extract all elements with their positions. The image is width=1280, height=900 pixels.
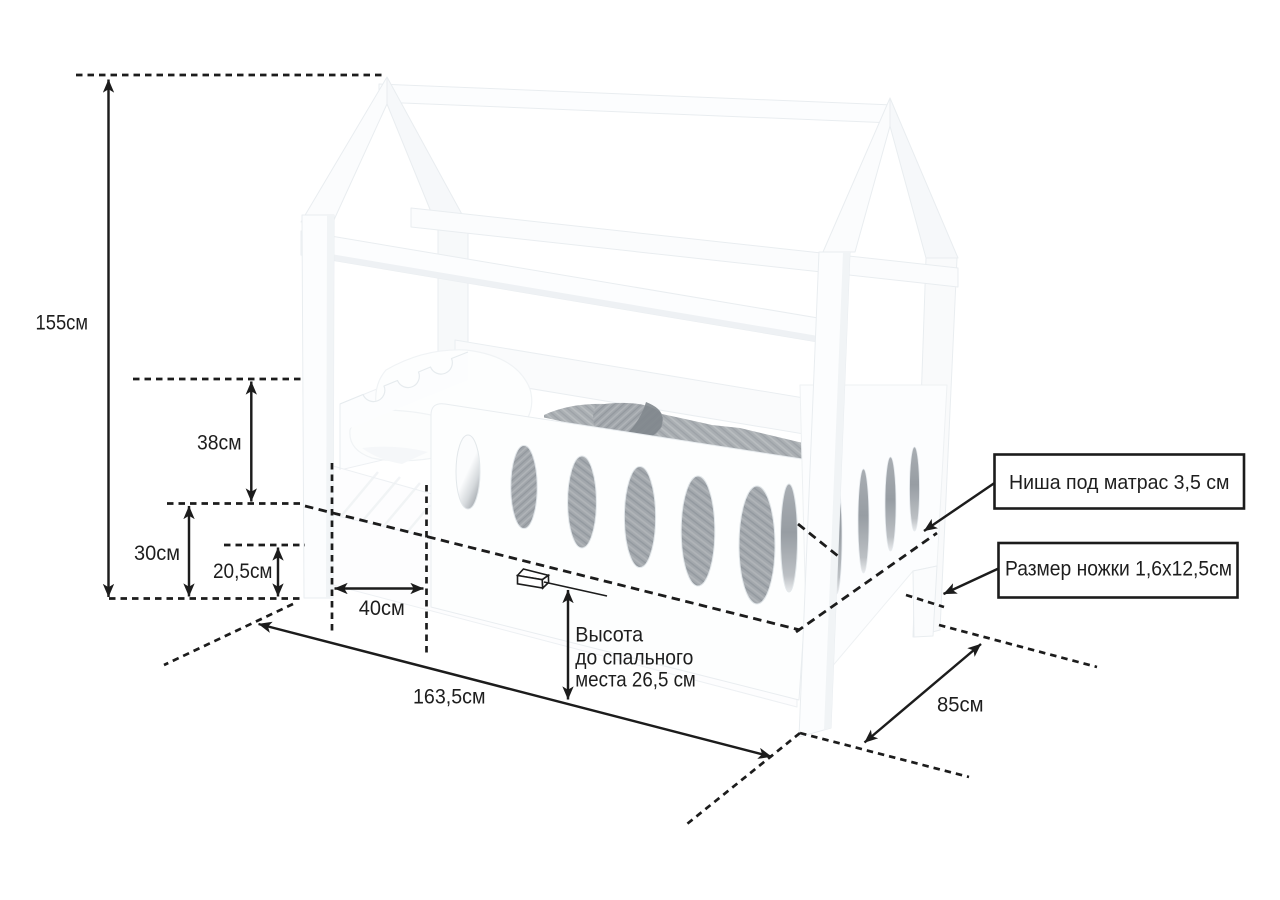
svg-text:85см: 85см: [937, 693, 984, 717]
svg-text:до спального: до спального: [575, 646, 693, 670]
svg-text:40см: 40см: [359, 596, 405, 620]
svg-text:места 26,5 см: места 26,5 см: [575, 668, 696, 692]
svg-text:163,5см: 163,5см: [413, 685, 486, 709]
svg-text:20,5см: 20,5см: [213, 559, 273, 583]
svg-text:Ниша под матрас 3,5 см: Ниша под матрас 3,5 см: [1009, 471, 1230, 494]
svg-text:30см: 30см: [134, 541, 180, 565]
svg-text:155см: 155см: [36, 311, 89, 335]
svg-text:Размер ножки 1,6х12,5см: Размер ножки 1,6х12,5см: [1005, 557, 1232, 581]
svg-text:38см: 38см: [197, 431, 242, 455]
svg-text:Высота: Высота: [575, 622, 643, 646]
